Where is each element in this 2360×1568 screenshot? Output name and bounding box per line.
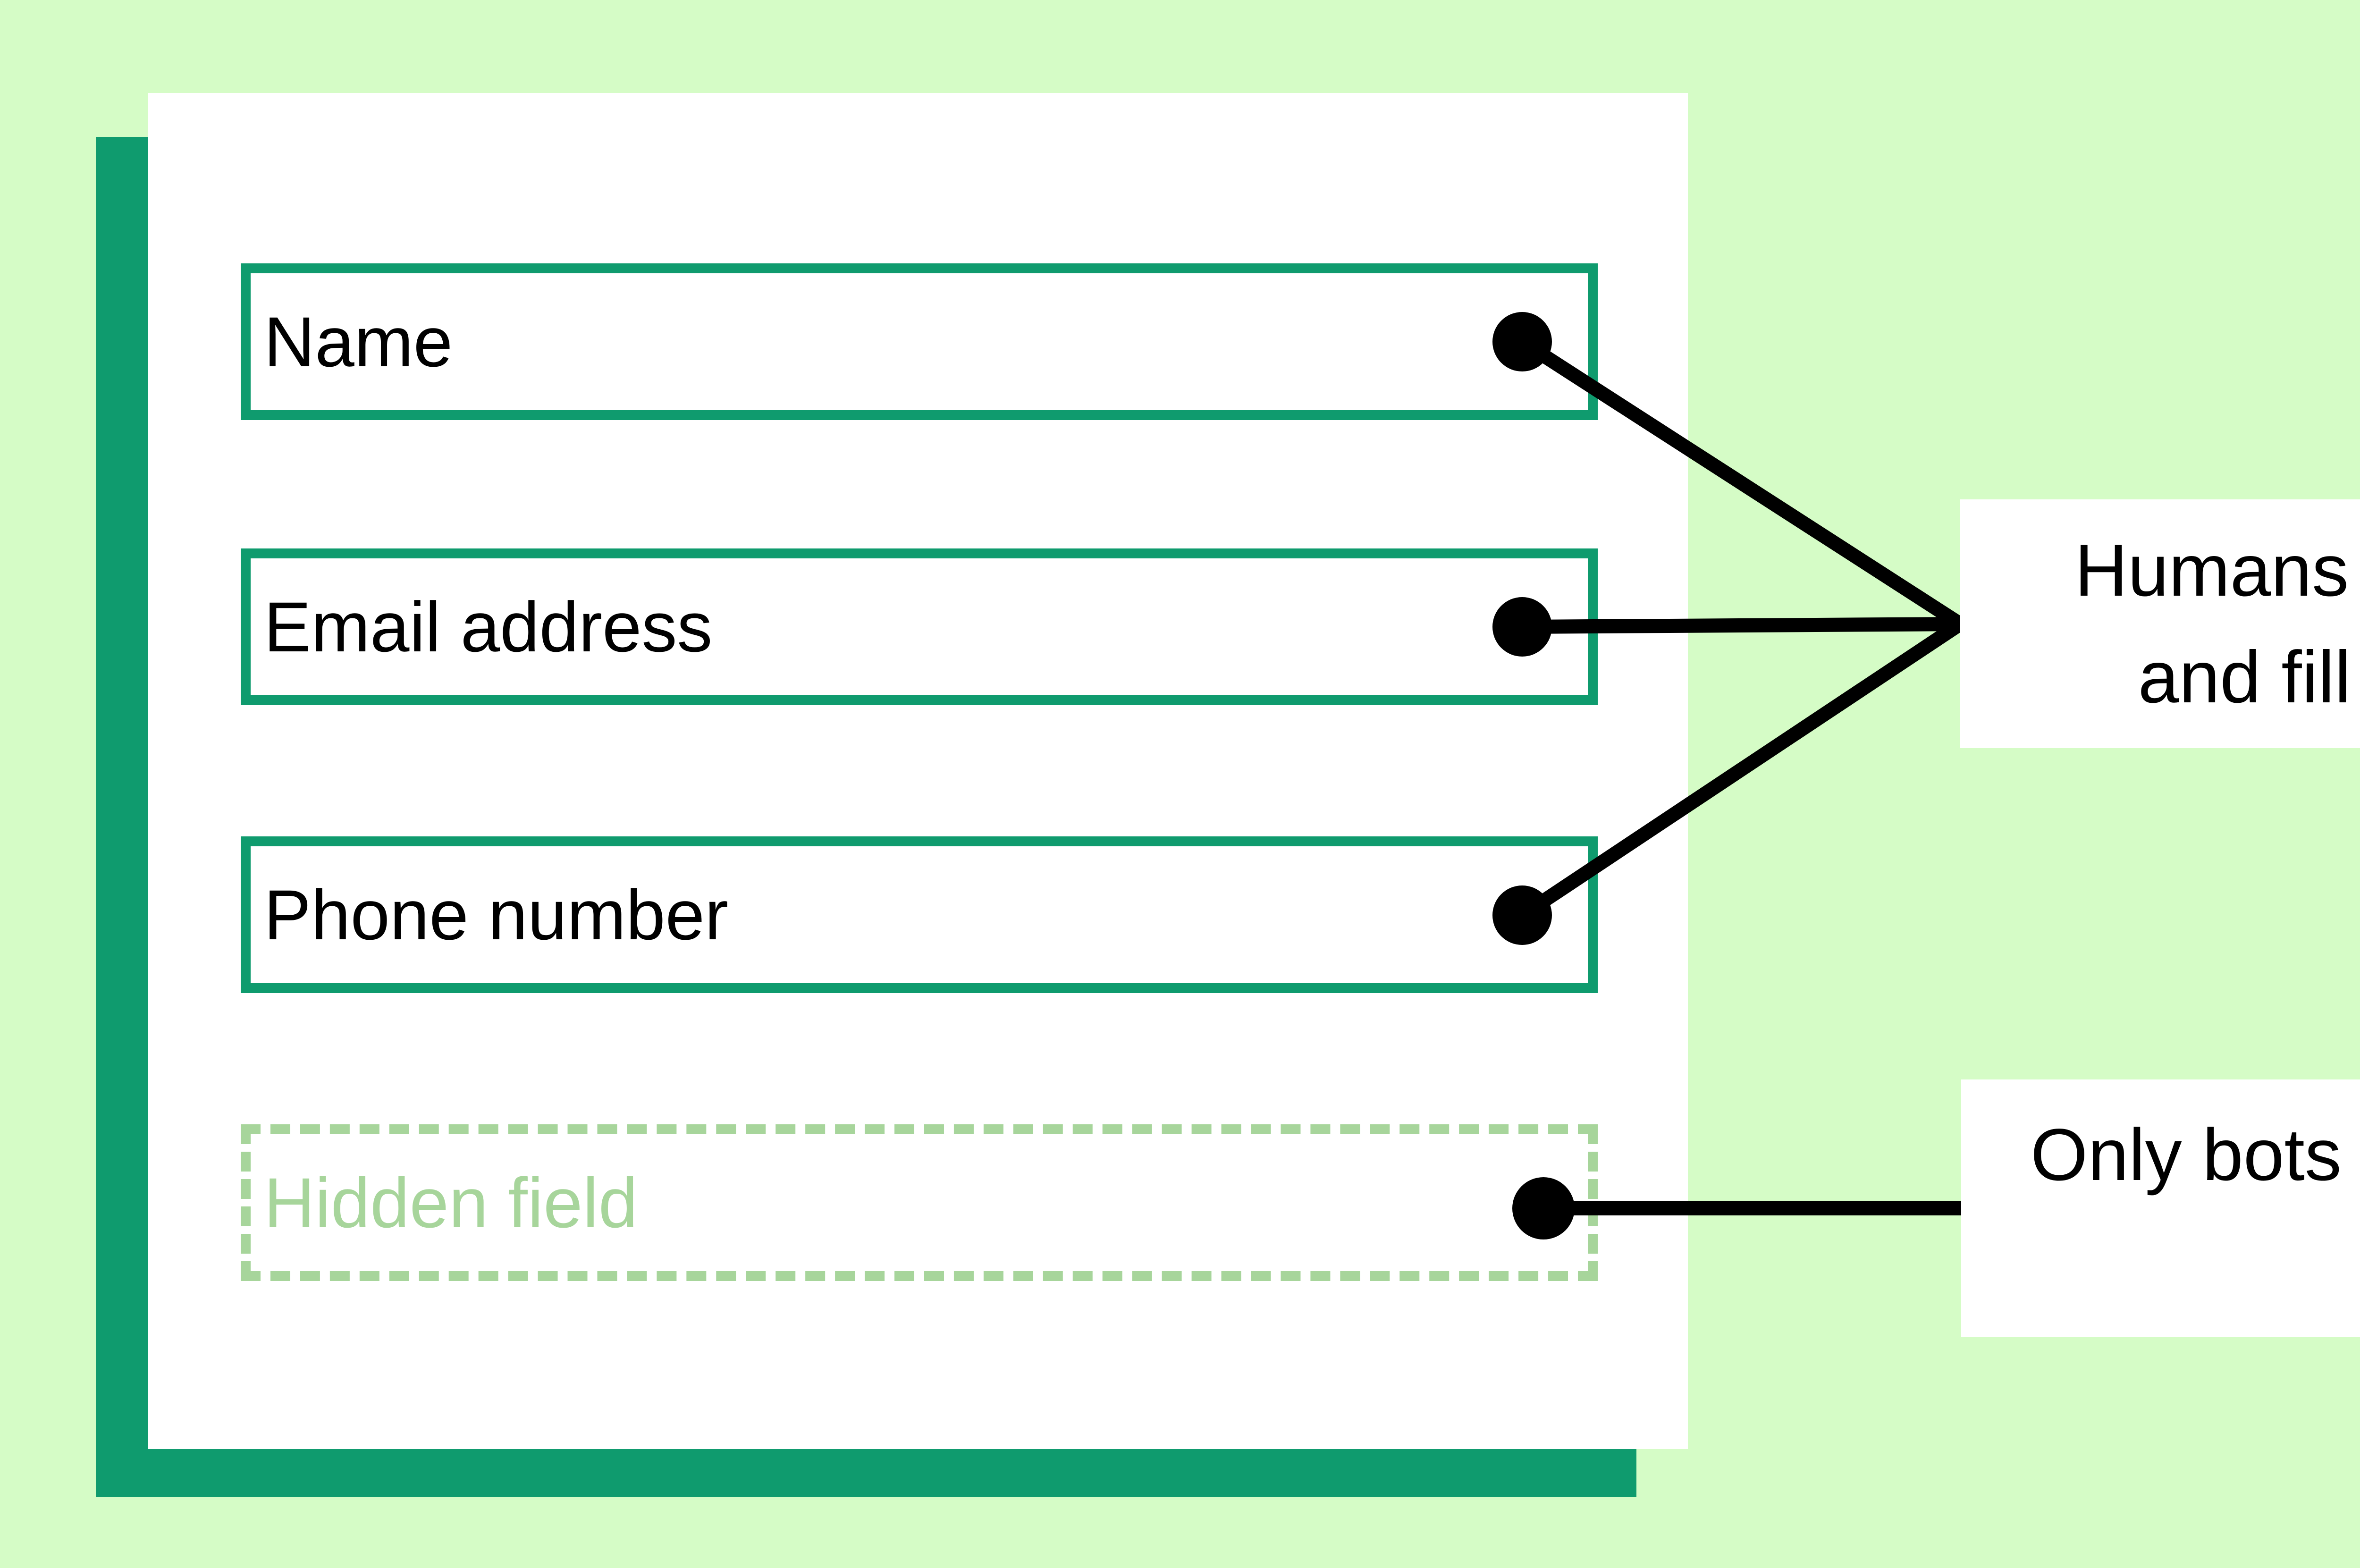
visible-fields-annotation-line-1: Humans and bots can see bbox=[2074, 529, 2360, 612]
hidden-honeypot-field[interactable]: Hidden field bbox=[241, 1124, 1598, 1281]
visible-fields-annotation-line-2: and fill out these fields bbox=[2138, 636, 2360, 718]
phone-field-label: Phone number bbox=[264, 875, 729, 954]
visible-fields-annotation: Humans and bots can see and fill out the… bbox=[1960, 499, 2360, 748]
hidden-field-annotation: Only bots can see and fill out this fiel… bbox=[1961, 1079, 2360, 1337]
hidden-field-annotation-line-1: Only bots can see and fill out bbox=[2030, 1114, 2360, 1196]
email-field-label: Email address bbox=[264, 587, 713, 666]
phone-field[interactable]: Phone number bbox=[241, 836, 1598, 993]
name-field[interactable]: Name bbox=[241, 263, 1598, 420]
name-field-label: Name bbox=[264, 302, 453, 381]
hidden-field-label: Hidden field bbox=[264, 1163, 638, 1242]
email-field[interactable]: Email address bbox=[241, 548, 1598, 705]
